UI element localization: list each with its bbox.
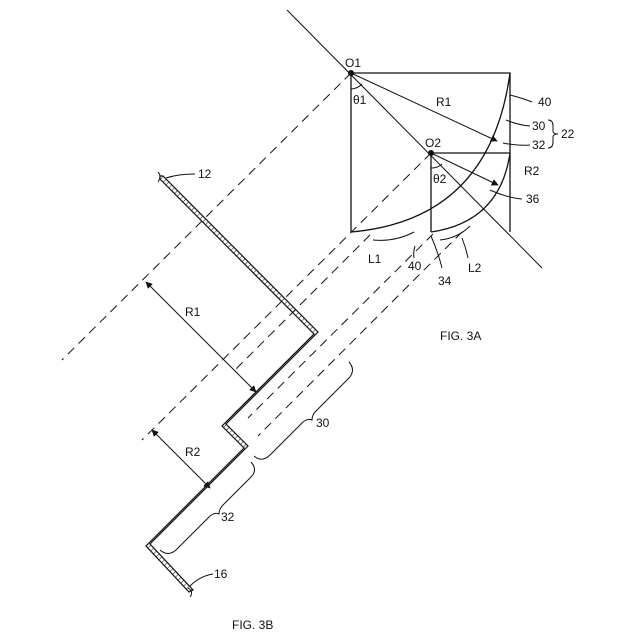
brace-30 [254, 362, 353, 459]
folded-wall-profile [146, 176, 318, 592]
label-o1: O1 [345, 56, 361, 70]
leader-12 [166, 174, 195, 178]
label-theta2: θ2 [433, 172, 447, 186]
leader-32 [503, 143, 530, 145]
projection-line-arc-start [235, 235, 370, 370]
leader-40-top [510, 95, 532, 102]
label-r2-3b: R2 [185, 445, 201, 459]
caption-fig-3b: FIG. 3B [232, 618, 273, 632]
label-theta1: θ1 [353, 93, 367, 107]
end-cap-12 [158, 172, 160, 182]
leader-l2 [462, 238, 468, 258]
diagonal-axis-line [287, 10, 542, 268]
label-30-3b: 30 [316, 416, 330, 430]
label-30-3a: 30 [532, 119, 546, 133]
label-o2: O2 [425, 136, 441, 150]
label-32-3b: 32 [221, 510, 235, 524]
length-l1-arc [373, 232, 414, 240]
label-32-3a: 32 [532, 138, 546, 152]
radius-r1-arrow [351, 73, 497, 141]
label-16: 16 [214, 567, 228, 581]
label-r2-3a: R2 [524, 164, 540, 178]
inner-square-outline [431, 153, 510, 232]
leader-34 [431, 236, 442, 268]
label-12: 12 [198, 167, 212, 181]
caption-fig-3a: FIG. 3A [440, 329, 481, 343]
brace-22 [548, 120, 558, 148]
projection-line-o2 [142, 153, 431, 440]
label-r1-3b: R1 [185, 305, 201, 319]
leader-16 [190, 574, 213, 586]
projection-lines [62, 73, 462, 440]
label-r1-3a: R1 [436, 95, 452, 109]
projection-line-o1 [62, 73, 351, 360]
label-l1: L1 [368, 252, 382, 266]
label-22: 22 [561, 127, 575, 141]
label-34: 34 [438, 274, 452, 288]
dimension-r2-arrow [152, 430, 210, 488]
projection-line-arc-end [258, 232, 462, 436]
small-arc-32 [431, 153, 510, 232]
length-l2-arc [440, 226, 470, 240]
fig-3b: 12 R1 30 R2 32 16 FIG. 3B [146, 167, 353, 632]
label-l2: L2 [468, 261, 482, 275]
fig-3a: O1 θ1 R1 O2 θ2 R2 L1 L2 40 30 32 22 36 4… [287, 10, 575, 343]
projection-line-mid [248, 234, 433, 418]
label-36: 36 [526, 192, 540, 206]
leader-40-bottom [414, 246, 415, 258]
label-40-top: 40 [538, 95, 552, 109]
brace-32 [160, 462, 255, 554]
label-40-bottom: 40 [408, 259, 422, 273]
dimension-r1-arrow [146, 282, 256, 392]
